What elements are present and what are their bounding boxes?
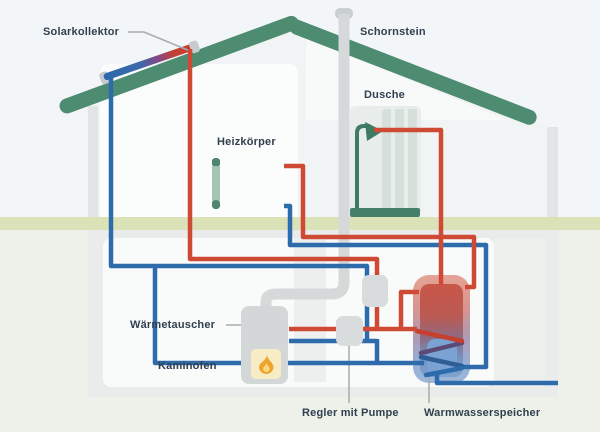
ground-line xyxy=(0,217,600,230)
label-radiator: Heizkörper xyxy=(217,136,276,148)
label-controller-pump: Regler mit Pumpe xyxy=(302,407,399,419)
label-heat-exchanger: Wärmetauscher xyxy=(130,319,216,331)
label-wood-stove: Kaminofen xyxy=(158,360,217,372)
house-wall-right xyxy=(547,127,558,229)
right-interior-panel xyxy=(494,238,545,387)
label-solar-collector: Solarkollektor xyxy=(43,26,120,38)
label-leader-lines xyxy=(128,31,430,403)
cold-pipes xyxy=(108,74,558,386)
label-hot-water-tank: Warmwasserspeicher xyxy=(424,407,541,419)
label-chimney: Schornstein xyxy=(360,26,426,38)
shower-curtain xyxy=(382,109,420,215)
radiator-icon xyxy=(212,158,286,209)
hot-pipes xyxy=(187,49,477,332)
flame-icon xyxy=(259,354,274,374)
pump-box-lower xyxy=(336,316,363,346)
house-wall-left xyxy=(88,106,98,229)
pump-box-upper xyxy=(362,275,388,307)
shower-tray xyxy=(350,208,420,217)
interior-wall-panel xyxy=(294,238,326,382)
label-shower: Dusche xyxy=(364,89,405,101)
tank-coil xyxy=(414,328,465,378)
upper-room-panel xyxy=(100,64,298,227)
